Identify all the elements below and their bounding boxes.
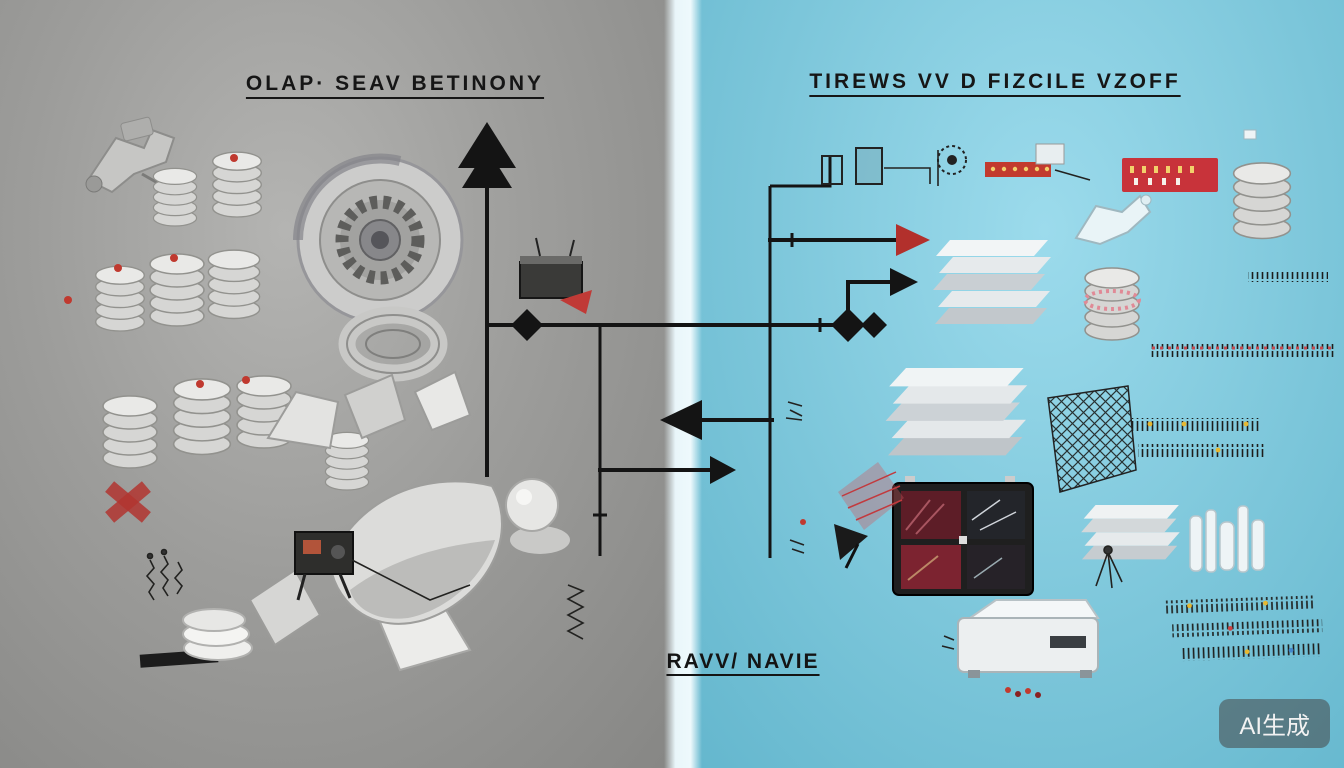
left-arrow-head — [660, 400, 702, 440]
disc-stack-group-top — [152, 151, 262, 227]
robot-arm-right — [1074, 194, 1152, 246]
dark-module — [519, 237, 592, 314]
diamond-node-3 — [861, 312, 887, 338]
red-banner — [1122, 158, 1218, 192]
scribble-marks — [785, 401, 805, 554]
red-arrow-shape — [560, 290, 592, 314]
robot-arm-left — [85, 116, 176, 194]
disc-stack-group-low — [102, 375, 370, 491]
gear-wheel — [293, 153, 464, 324]
red-marker — [230, 154, 238, 162]
up-arrow-head — [458, 122, 516, 168]
screen-tr — [967, 491, 1025, 539]
red-sketch-overlay — [838, 462, 904, 530]
crowd-strips-mid — [1132, 418, 1266, 457]
machinery-sketch-row — [821, 143, 1091, 186]
dotted-strip — [985, 162, 1051, 177]
white-ring-stack — [182, 608, 253, 661]
black-flag — [834, 524, 868, 569]
crowd-strip-right-upper — [1150, 272, 1335, 357]
screen-bl — [901, 545, 961, 589]
slab-stack-1 — [933, 240, 1051, 324]
right-panel-title: TIREWS VV D FIZCILE VZOFF — [809, 70, 1181, 93]
flowchart-lines — [458, 122, 930, 558]
camera-device — [294, 531, 471, 601]
console-screens — [892, 476, 1034, 596]
ring-torus — [338, 306, 448, 382]
sphere-object — [505, 478, 570, 554]
printer-device — [941, 599, 1100, 698]
red-arrow-head — [896, 224, 930, 256]
screen-tl — [901, 491, 961, 539]
left-panel-gray — [0, 0, 678, 768]
slab-stack-2 — [885, 368, 1028, 456]
disc-stack-right — [1083, 267, 1141, 341]
bottom-label: RAVV/ NAVIE — [666, 650, 820, 673]
disc-stack-group-mid — [64, 249, 261, 332]
right-arrow-head — [890, 268, 918, 296]
disc-stack-topright — [1232, 162, 1292, 240]
abstract-wing-shape — [328, 480, 503, 625]
gear-sketch-icon — [937, 145, 967, 175]
screw-parts — [145, 548, 183, 601]
diamond-node — [511, 309, 543, 341]
crowd-strips-bottom — [1164, 595, 1323, 662]
spring-coil — [566, 584, 585, 640]
panel-divider — [664, 0, 702, 768]
tripod-sketch — [1095, 545, 1123, 589]
left-panel-title: OLAP· SEAV BETINONY — [245, 72, 545, 95]
right-arrow-head-2 — [710, 456, 736, 484]
cylinder-cluster — [1189, 505, 1265, 573]
red-cross-marker — [105, 481, 151, 523]
up-arrow-head-2 — [462, 148, 512, 188]
ai-watermark-text: AI生成 — [1239, 713, 1310, 740]
mesh-net — [1047, 385, 1137, 493]
screen-br — [967, 545, 1025, 589]
ai-watermark-badge: AI生成 — [1219, 699, 1330, 748]
slab-stack-3 — [1081, 505, 1180, 560]
